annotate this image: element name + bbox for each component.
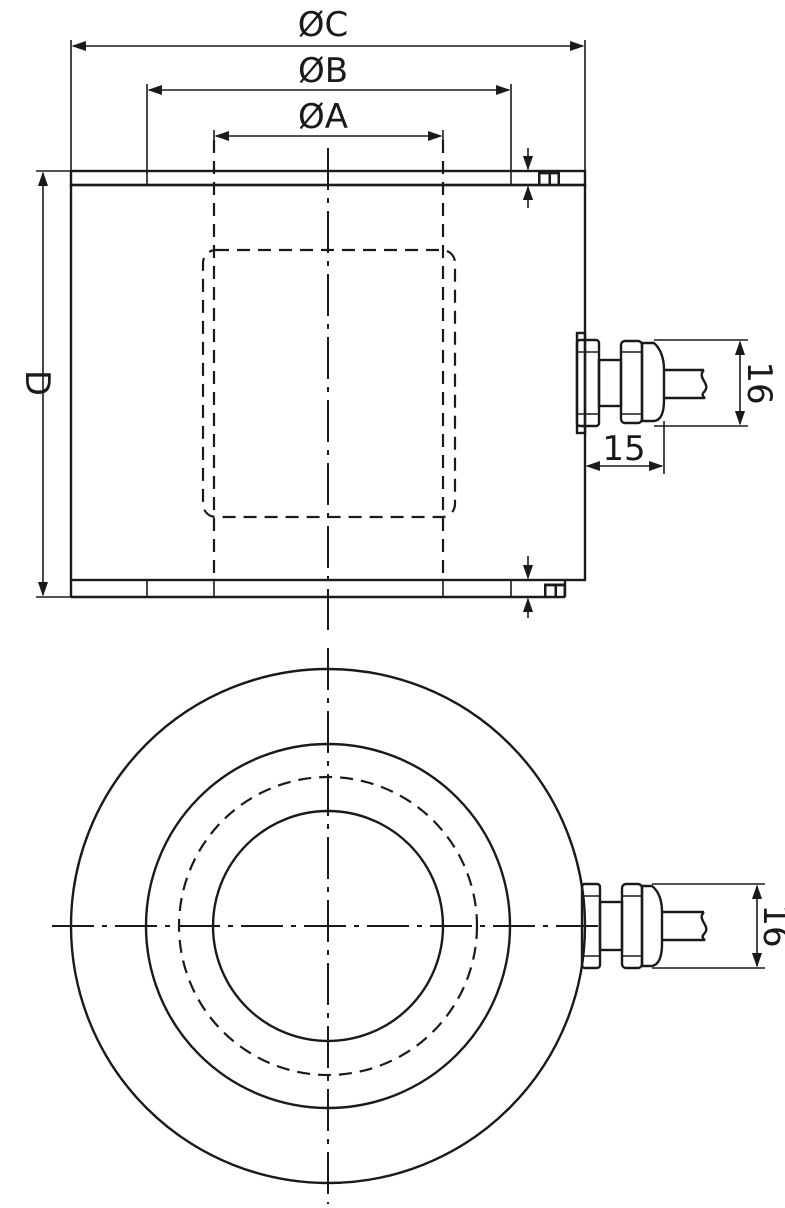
dim-d-label: D (17, 370, 57, 396)
dim-16-front-label: 16 (739, 361, 779, 404)
dim-e-bottom-label: E (536, 581, 571, 600)
cable-connector-top (580, 882, 708, 970)
dim-a-label: ØA (298, 97, 348, 137)
front-view: ØC ØB ØA D E E (17, 5, 779, 630)
dim-e-top-label: E (530, 169, 565, 188)
cable-connector-front (575, 331, 708, 435)
top-view: 16 (52, 648, 785, 1204)
dim-15-label: 15 (602, 429, 645, 469)
dim-c-label: ØC (298, 5, 349, 45)
dim-b-label: ØB (298, 51, 348, 91)
dim-16-top-label: 16 (755, 904, 785, 947)
